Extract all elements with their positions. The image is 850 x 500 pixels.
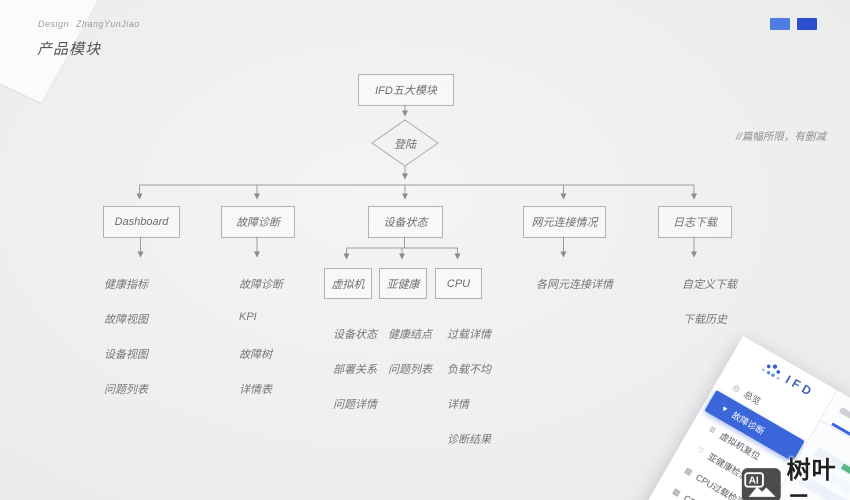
leaf-item: 详情表 — [239, 384, 272, 396]
accent-square-right — [797, 18, 817, 30]
subhealth-icon: ♡ — [695, 444, 707, 456]
node-ne-connection: 网元连接情况 — [523, 206, 606, 238]
node-device-status: 设备状态 — [368, 206, 443, 238]
preview-menu-label: 总览 — [742, 388, 763, 407]
vm-reset-icon: ≣ — [707, 423, 718, 435]
watermark-text: 树叶云 — [786, 457, 837, 500]
overview-icon: ◎ — [731, 382, 743, 394]
ifd-logo-icon — [762, 364, 781, 380]
leaf-item: 故障视图 — [104, 314, 148, 326]
leaf-item: 下载历史 — [683, 314, 727, 326]
node-log-download: 日志下载 — [658, 206, 732, 238]
node-vm: 虚拟机 — [324, 268, 372, 299]
background-sheet — [0, 0, 102, 105]
preview-content-tab — [838, 406, 850, 428]
leaf-item: 部署关系 — [333, 364, 377, 376]
watermark-ai-label: AI — [749, 476, 759, 487]
leaf-item: 负载不均 — [447, 364, 491, 376]
app-preview-card: IFD ◎ 总览 ♥ 故障诊断 ≣ 虚拟机复位 ♡ 亚健康检测 ▦ CPU过载检… — [618, 336, 850, 500]
leaf-item: 健康指标 — [104, 279, 148, 291]
node-fault-diagnosis: 故障诊断 — [221, 206, 295, 238]
leaf-item: 问题详情 — [333, 399, 377, 411]
leaf-item: 问题列表 — [104, 384, 148, 396]
watermark-ai-icon: AI — [741, 468, 781, 500]
ifd-logo: IFD — [759, 358, 818, 401]
leaf-item: 自定义下载 — [682, 279, 737, 291]
watermark: AI 树叶云 — [741, 450, 850, 500]
node-decision-label: 登陆 — [394, 139, 416, 151]
design-label: Design — [38, 19, 70, 29]
leaf-item: 问题列表 — [388, 364, 432, 376]
leaf-item: 详情 — [447, 399, 469, 411]
accent-square-left — [770, 18, 790, 30]
leaf-item: 故障诊断 — [239, 279, 283, 291]
node-dashboard: Dashboard — [103, 206, 180, 238]
leaf-item: 健康结点 — [388, 329, 432, 341]
leaf-item: 设备状态 — [333, 329, 377, 341]
leaf-item: 诊断结果 — [447, 434, 491, 446]
fault-diagnosis-icon: ♥ — [720, 403, 730, 414]
node-root: IFD五大模块 — [358, 74, 454, 106]
abridged-note: //篇幅所限，有删减 — [736, 131, 826, 143]
decision-diamond — [371, 119, 439, 167]
leaf-item: 故障树 — [239, 349, 272, 361]
ifd-logo-text: IFD — [783, 372, 818, 401]
author-label: ZhangYunJiao — [76, 19, 140, 29]
leaf-item: KPI — [239, 311, 257, 323]
leaf-item: 各网元连接详情 — [536, 279, 613, 291]
node-cpu: CPU — [435, 268, 482, 299]
cpu-overload-icon: ▦ — [683, 465, 695, 477]
leaf-item: 过载详情 — [447, 329, 491, 341]
node-subhealth: 亚健康 — [379, 268, 427, 299]
cpu-imbalance-icon: ▩ — [671, 485, 683, 498]
page-title: 产品模块 — [37, 41, 102, 58]
leaf-item: 设备视图 — [104, 349, 148, 361]
